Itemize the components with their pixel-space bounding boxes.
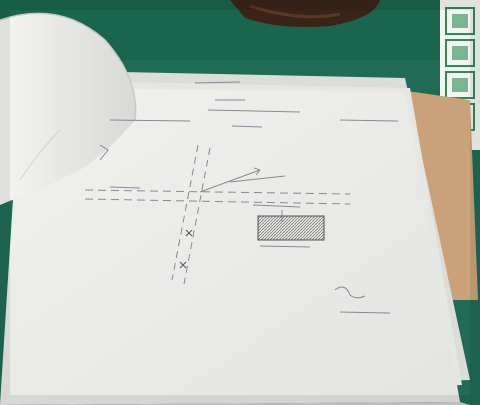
hatched-building (258, 216, 324, 240)
